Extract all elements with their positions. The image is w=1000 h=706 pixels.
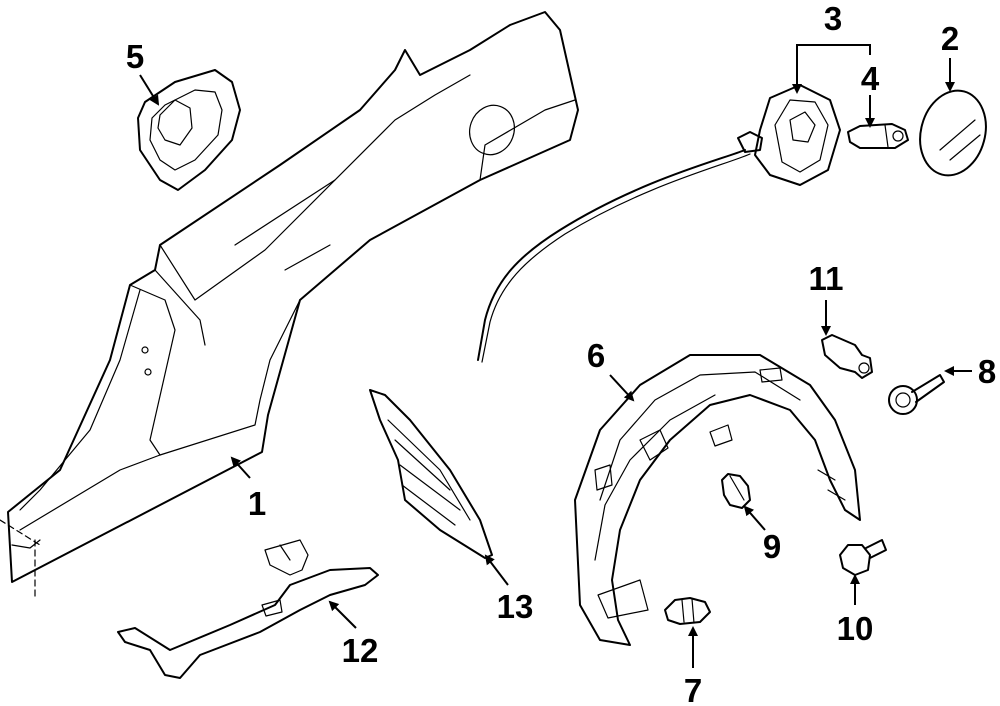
callout-7: 7 (684, 672, 702, 706)
callout-3: 3 (824, 0, 842, 37)
clip-7 (664, 597, 711, 625)
quarter-panel (0, 11, 579, 601)
callout-8: 8 (978, 353, 996, 390)
leader-5 (139, 74, 160, 106)
leader-9 (743, 505, 766, 531)
callout-11: 11 (809, 260, 844, 297)
callout-5: 5 (126, 38, 144, 75)
callout-6: 6 (587, 337, 605, 374)
clip-10 (839, 539, 887, 576)
fuel-door-opener (477, 84, 841, 363)
callout-1: 1 (248, 485, 266, 522)
leader-lines (139, 44, 972, 668)
fuel-filler-housing (137, 69, 241, 191)
bolt-8 (888, 374, 945, 415)
clip-9 (721, 473, 751, 509)
fuel-door (919, 89, 987, 177)
callout-labels: 1 2 3 4 5 6 7 8 9 10 11 12 13 (126, 0, 996, 706)
leader-13 (484, 554, 509, 586)
leader-3-bracket (796, 44, 871, 88)
callout-4: 4 (861, 60, 880, 97)
callout-10: 10 (837, 610, 874, 647)
clip-11 (821, 334, 873, 379)
panel (369, 389, 493, 559)
wheel-house-liner (574, 354, 861, 646)
fuel-door-actuator (847, 123, 909, 149)
callout-9: 9 (763, 528, 781, 565)
callout-2: 2 (941, 20, 959, 57)
leader-12 (328, 600, 357, 629)
callout-12: 12 (342, 632, 379, 669)
callout-13: 13 (497, 588, 534, 625)
bracket (117, 539, 379, 679)
leader-1 (230, 456, 251, 479)
leader-6 (609, 374, 635, 402)
